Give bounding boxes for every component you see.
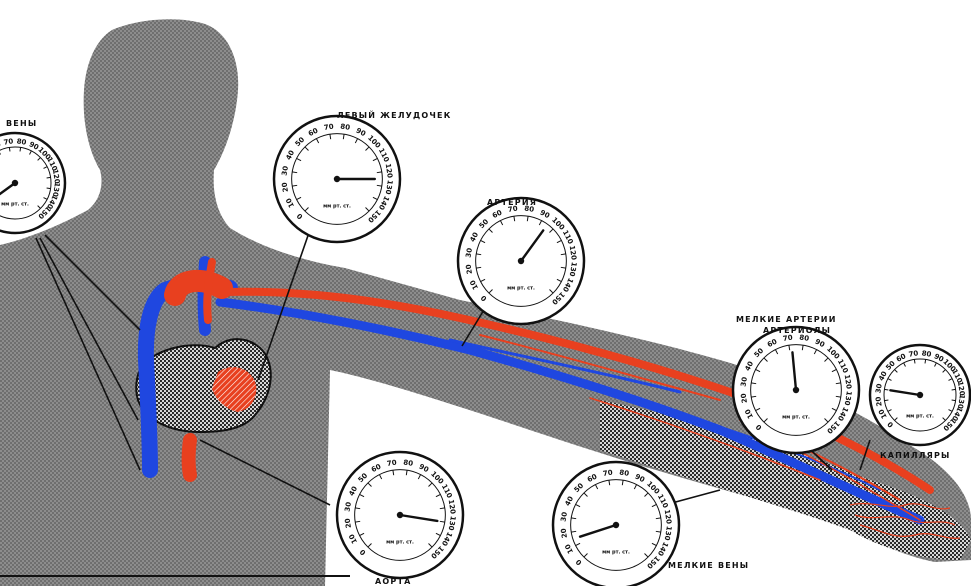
label-small-arteries: МЕЛКИЕ АРТЕРИИ [736,315,837,324]
gauge-tick-label: 80 [619,469,630,478]
gauge-tick-label: 20 [343,518,352,529]
gauge-left-ventricle: 0102030405060708090100110120130140150мм … [274,116,400,242]
gauge-tick-label: 80 [403,459,414,468]
label-small-veins: МЕЛКИЕ ВЕНЫ [668,561,749,570]
gauge-tick-label: 30 [465,247,474,258]
gauge-tick-label: 30 [281,165,290,176]
label-capillaries: КАПИЛЛЯРЫ [880,451,951,460]
gauge-hub [397,512,403,518]
gauge-tick-mark [47,188,51,189]
label-artery: АРТЕРИЯ [487,198,537,207]
gauge-unit: мм рт. ст. [602,549,630,555]
gauge-tick-label: 70 [3,137,14,146]
gauge-tick-label: 70 [908,349,919,358]
gauge-unit: мм рт. ст. [386,539,414,545]
gauge-tick-mark [925,359,926,363]
gauge-hub [12,180,18,186]
gauge-tick-mark [884,400,888,401]
gauge-unit: мм рт. ст. [1,202,29,208]
label-veins: ВЕНЫ [6,119,37,128]
gauge-tick-mark [9,147,10,151]
gauge-tick-label: 70 [386,458,397,467]
gauge-tick-label: 30 [740,376,749,387]
gauge-tick-label: 20 [739,393,748,404]
label-aorta: АОРТА [375,577,412,586]
gauge-tick-label: 30 [560,511,569,522]
gauge-tick-label: 30 [344,501,353,512]
gauge-tick-mark [20,147,21,151]
gauge-small-veins: 0102030405060708090100110120130140150мм … [553,462,679,586]
gauge-unit: мм рт. ст. [507,285,535,291]
gauge-tick-mark [952,400,956,401]
gauge-tick-label: 20 [464,264,473,275]
gauge-tick-label: 80 [921,349,932,358]
gauge-hub [518,258,524,264]
gauge-hub [917,392,923,398]
gauge-tick-mark [884,389,888,390]
gauge-tick-label: 20 [280,182,289,193]
gauge-tick-label: 30 [874,383,883,394]
gauge-tick-mark [952,389,956,390]
gauge-tick-label: 70 [323,122,334,131]
gauge-aorta: 0102030405060708090100110120130140150мм … [337,452,463,578]
gauge-tick-label: 80 [16,137,27,146]
gauge-hub [613,522,619,528]
gauge-small-arteries: 0102030405060708090100110120130140150мм … [733,327,859,453]
gauge-hub [793,387,799,393]
gauge-tick-label: 20 [559,528,568,539]
gauge-veins: 0102030405060708090100110120130140150мм … [0,133,65,233]
gauge-hub [334,176,340,182]
gauge-unit: мм рт. ст. [782,414,810,420]
label-left-ventricle: ЛЕВЫЙ ЖЕЛУДОЧЕК [337,109,451,120]
gauge-unit: мм рт. ст. [906,414,934,420]
gauge-tick-label: 80 [340,123,351,132]
gauge-tick-label: 20 [874,396,883,407]
gauge-unit: мм рт. ст. [323,203,351,209]
gauge-tick-mark [47,177,51,178]
gauge-tick-mark [914,359,915,363]
label-arterioles: АРТЕРИОЛЫ [763,326,831,335]
gauge-tick-label: 70 [602,468,613,477]
